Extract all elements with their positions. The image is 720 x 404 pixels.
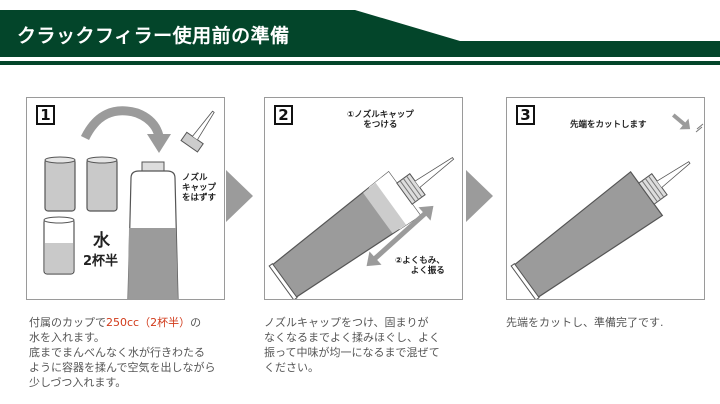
header-banner: クラックフィラー使用前の準備 <box>0 0 720 66</box>
step-2-description: ノズルキャップをつけ、固まりが なくなるまでよく揉みほぐし、よく 振って中味が均… <box>264 316 440 374</box>
step-1-panel: 1 ノズル キャップ をはずす 水 2杯半 <box>26 97 225 300</box>
step-3-panel: 3 先端をカットします <box>506 97 705 300</box>
shake-label: ②よくもみ、 よく振る <box>395 256 445 276</box>
step-2-panel: 2 ①ノズルキャップ をつける ②よくもみ、 よく振る <box>264 97 463 300</box>
step-number-badge: 2 <box>274 105 293 125</box>
next-step-arrow-icon <box>466 170 493 222</box>
nozzle-remove-label: ノズル キャップ をはずす <box>182 173 217 203</box>
step-2-illustration <box>268 157 455 299</box>
attach-cap-label: ①ノズルキャップ をつける <box>347 110 414 130</box>
step-number-badge: 1 <box>36 105 55 125</box>
next-step-arrow-icon <box>226 170 253 222</box>
page-title: クラックフィラー使用前の準備 <box>17 25 290 47</box>
cut-tip-label: 先端をカットします <box>570 120 647 130</box>
water-amount-label: 2杯半 <box>83 254 119 269</box>
amount-highlight: 250cc（2杯半） <box>106 316 191 329</box>
step-1-description: 付属のカップで250cc（2杯半）の 水を入れます。 底までまんべんなく水が行き… <box>29 316 216 389</box>
banner-shape <box>0 10 720 65</box>
water-label: 水 <box>93 231 110 251</box>
step-1-illustration <box>43 106 215 299</box>
step-number-badge: 3 <box>516 105 535 125</box>
step-3-illustration <box>510 113 704 299</box>
step-3-description: 先端をカットし、準備完了です. <box>506 316 664 329</box>
